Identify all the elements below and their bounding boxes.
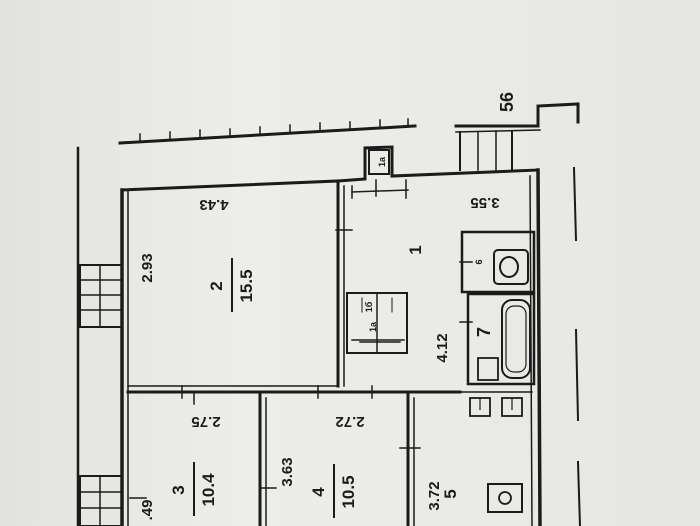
window-unit-upper (79, 264, 123, 328)
room-4-number: 4 (309, 487, 328, 497)
plan-labels: 2.93 4.43 3.55 4.12 2.75 2.72 3.63 3.72 … (139, 92, 517, 520)
room-6-number: 6 (474, 259, 484, 264)
right-dashed-guide (572, 166, 582, 526)
top-hatched-wall (118, 124, 417, 145)
room-1-number: 1 (406, 245, 425, 254)
dim-49: .49 (139, 500, 156, 521)
top-wall-hatch (139, 118, 409, 143)
dim-412: 4.12 (434, 333, 451, 362)
fixtures (469, 249, 531, 513)
room-5-number: 5 (441, 489, 460, 498)
closet-1b-label: 1б (364, 301, 374, 312)
dim-56: 56 (497, 92, 517, 112)
bathtub-fixture (501, 299, 531, 379)
stove-fixture (487, 483, 523, 513)
dim-372: 3.72 (426, 481, 443, 510)
dim-275: 2.75 (191, 413, 220, 430)
room-3-area: 10.4 (199, 473, 218, 507)
dim-443: 4.43 (199, 196, 228, 213)
room-4-area: 10.5 (339, 475, 358, 508)
dim-363: 3.63 (279, 457, 296, 486)
dim-272: 2.72 (335, 413, 364, 430)
dim-355: 3.55 (470, 194, 499, 211)
window-unit-lower (79, 475, 123, 526)
closet-1a-label: 1a (368, 321, 378, 332)
sink-fixture (477, 357, 499, 381)
room-2-area: 15.5 (237, 269, 256, 302)
walls (76, 102, 582, 526)
closet-top-1a-label: 1a (377, 156, 387, 167)
room-3-number: 3 (169, 485, 188, 494)
room-2-number: 2 (207, 281, 226, 290)
dim-293: 2.93 (139, 253, 156, 282)
toilet-fixture (493, 249, 529, 285)
room-7-number: 7 (474, 327, 494, 337)
